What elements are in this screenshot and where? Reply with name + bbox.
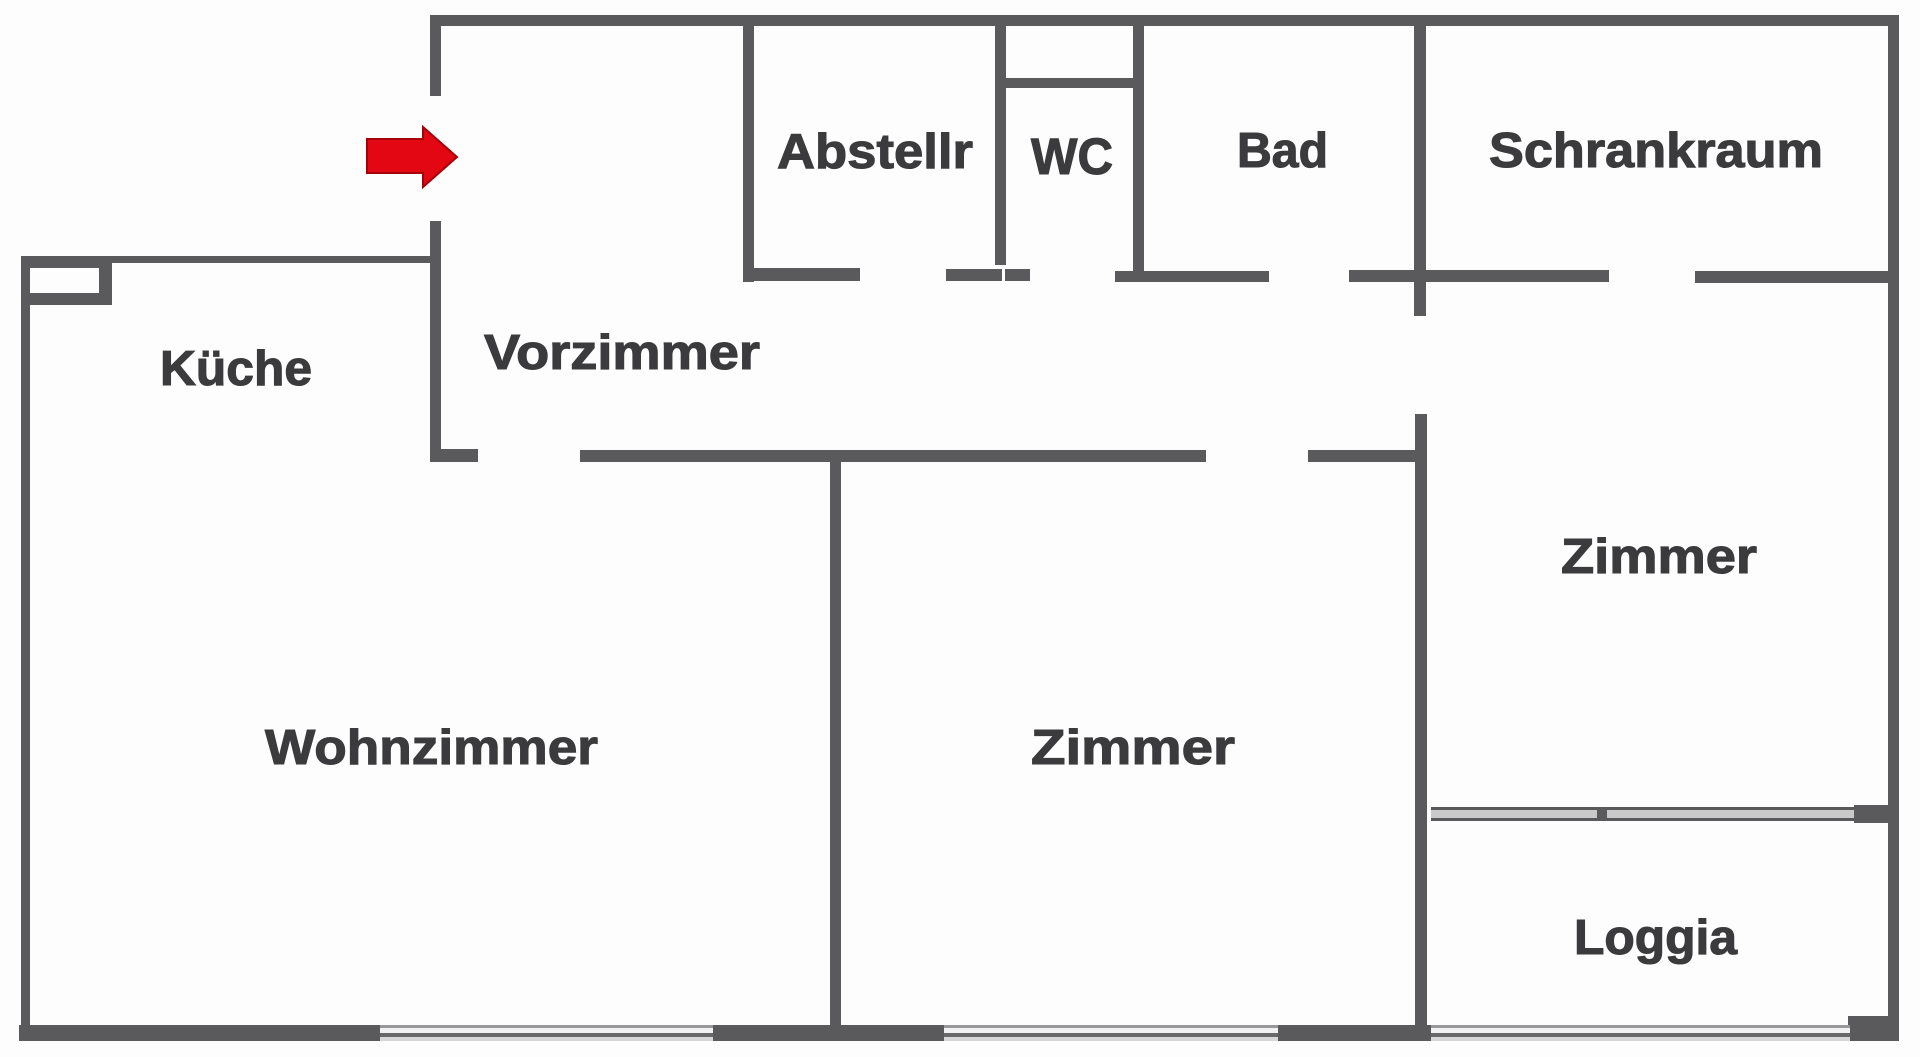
svg-text:Bad: Bad [1237,124,1328,178]
svg-text:Küche: Küche [160,342,312,396]
svg-text:Zimmer: Zimmer [1561,530,1757,584]
svg-text:Schrankraum: Schrankraum [1489,124,1823,178]
svg-text:Zimmer: Zimmer [1031,721,1235,775]
svg-text:Loggia: Loggia [1574,911,1738,965]
svg-text:WC: WC [1031,128,1113,185]
svg-text:Wohnzimmer: Wohnzimmer [265,721,598,775]
svg-text:Vorzimmer: Vorzimmer [484,326,760,380]
svg-text:Abstellr: Abstellr [777,125,973,179]
